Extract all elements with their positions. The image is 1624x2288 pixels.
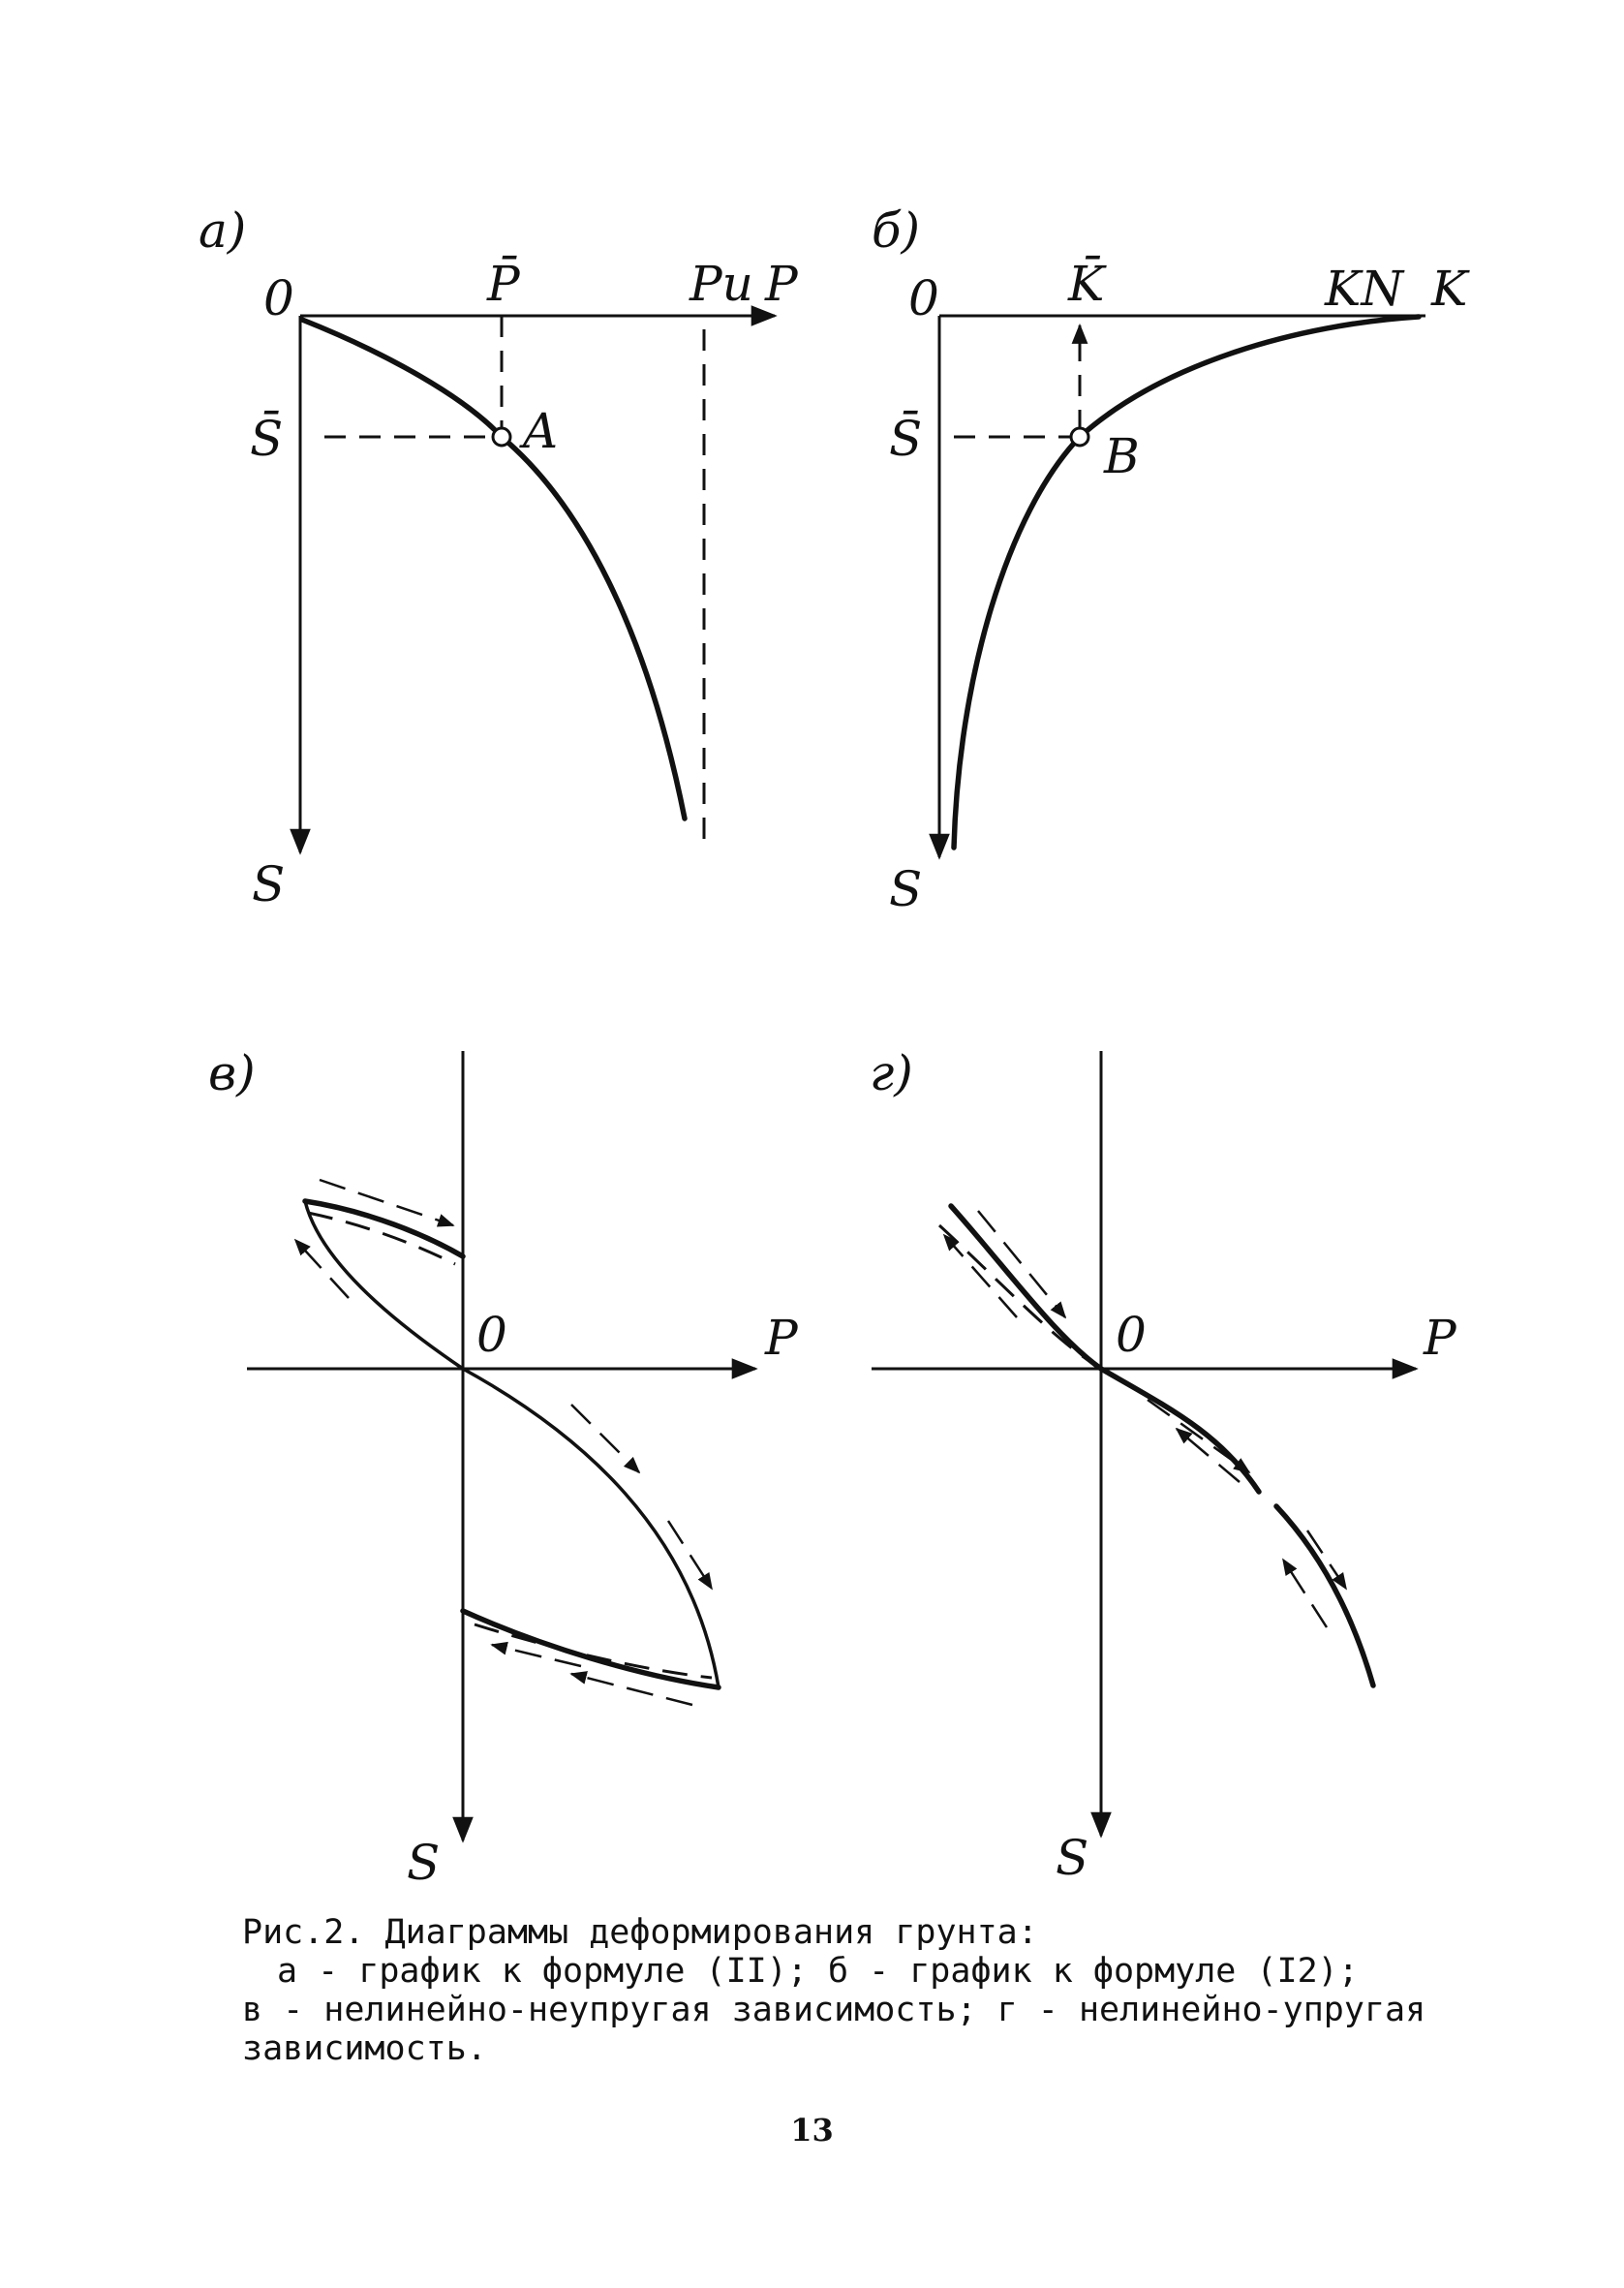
panel-b-x-label: K — [1430, 261, 1470, 317]
panel-v-curve-upper-dashed — [307, 1211, 456, 1266]
panel-g: г) P S 0 — [870, 1045, 1457, 1886]
panel-g-curve-upper — [948, 1203, 1262, 1495]
caption-line-2: а - график к формуле (II); б - график к … — [277, 1952, 1359, 1991]
panel-v-curve-lower-unload — [460, 1608, 721, 1690]
panel-a-tick-p: P̄ — [486, 255, 521, 312]
panel-a-origin: 0 — [263, 270, 294, 326]
panel-b-y-label: S — [889, 861, 922, 917]
panel-a-y-label: S — [252, 856, 285, 912]
panel-v-curve-upper-unload — [302, 1198, 466, 1259]
panel-v-curve-lower-load — [461, 1367, 720, 1689]
panel-a: а) 0 P S P̄ Pu S̄ A — [199, 202, 799, 912]
page-number: 13 — [790, 2112, 834, 2149]
panel-a-tag: а) — [199, 202, 246, 259]
panel-g-curve-dashed — [937, 1223, 1102, 1371]
panel-v-arrow-3 — [570, 1404, 641, 1474]
panel-g-arrow-6 — [1281, 1558, 1329, 1628]
panel-b-tick-k: K̄ — [1067, 255, 1107, 312]
panel-v-tag: в) — [208, 1045, 256, 1101]
panel-g-origin: 0 — [1116, 1307, 1147, 1363]
panel-v-x-label: P — [764, 1310, 799, 1366]
panel-b-tag: б) — [872, 202, 920, 259]
panel-g-arrow-5 — [1175, 1427, 1241, 1483]
panel-v-arrow-1 — [319, 1178, 455, 1227]
figure-caption: Рис.2. Диаграммы деформирования грунта: … — [242, 1913, 1443, 2068]
panel-b-tick-kn: KN — [1324, 261, 1405, 317]
panel-b-point-label: B — [1103, 428, 1140, 484]
panel-g-arrow-4 — [1305, 1530, 1348, 1591]
panel-b-curve — [951, 314, 1422, 850]
caption-line-4: зависимость. — [242, 2029, 487, 2068]
panel-a-tick-pu: Pu — [689, 256, 753, 312]
panel-v: в) P S 0 — [208, 1045, 799, 1891]
panel-v-arrow-5 — [569, 1671, 693, 1707]
panel-v-arrow-2 — [293, 1238, 350, 1299]
caption-line-3: в - нелинейно-неупругая зависимость; г -… — [242, 1991, 1426, 2029]
panel-v-y-label: S — [407, 1835, 440, 1891]
panel-v-arrow-6 — [490, 1641, 582, 1668]
panel-b: б) 0 K S K̄ KN S̄ B — [872, 202, 1470, 917]
panel-b-origin: 0 — [908, 270, 939, 326]
panel-b-point — [1069, 426, 1090, 448]
caption-line-1: Рис.2. Диаграммы деформирования грунта: — [242, 1913, 1038, 1952]
panel-g-tag: г) — [870, 1045, 913, 1101]
panel-a-curve — [299, 317, 688, 821]
panel-a-x-label: P — [764, 256, 799, 312]
panel-g-curve-lower — [1273, 1503, 1376, 1688]
panel-g-arrow-3 — [1147, 1398, 1251, 1474]
panel-v-origin: 0 — [476, 1307, 507, 1363]
panel-v-arrow-4 — [666, 1520, 714, 1591]
panel-v-curve-upper-load — [303, 1199, 465, 1371]
panel-g-arrow-1 — [977, 1210, 1067, 1319]
panel-b-tick-s: S̄ — [889, 410, 922, 467]
panel-a-tick-s: S̄ — [250, 410, 283, 467]
panel-v-curve-lower-dashed — [474, 1623, 713, 1680]
panel-g-y-label: S — [1056, 1830, 1088, 1886]
panel-a-point-label: A — [519, 403, 558, 459]
panel-a-point — [491, 426, 512, 448]
panel-g-x-label: P — [1423, 1310, 1457, 1366]
panel-g-arrow-2 — [942, 1233, 1018, 1318]
